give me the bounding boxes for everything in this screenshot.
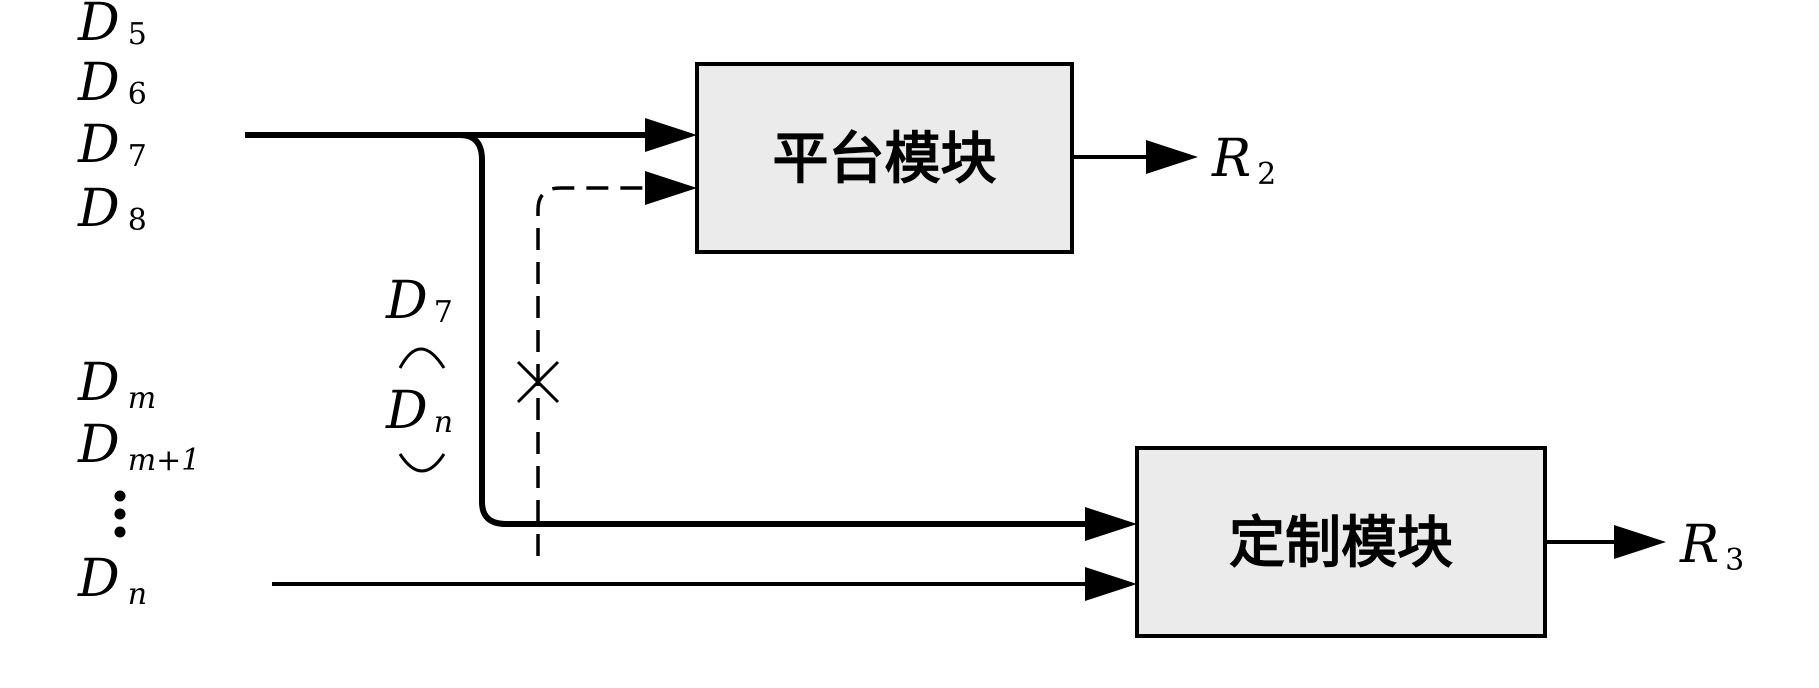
custom-module-label: 定制模块 xyxy=(1229,511,1453,576)
blocked-cross-icon xyxy=(516,360,560,404)
custom-input-arrowhead-lower xyxy=(1085,567,1137,601)
blocked-dashed-path xyxy=(536,186,648,556)
custom-module-box xyxy=(1135,446,1547,638)
platform-module-label: 平台模块 xyxy=(773,127,997,192)
range-bracket-top xyxy=(398,347,446,369)
custom-input-arrowhead-upper xyxy=(1085,507,1137,541)
vertical-ellipsis xyxy=(114,490,126,538)
branch-to-custom-line xyxy=(459,132,1088,527)
custom-output-arrowhead xyxy=(1614,525,1666,559)
blocked-dashed-arrowhead xyxy=(645,171,697,205)
platform-input-arrowhead xyxy=(645,118,697,152)
platform-module-box xyxy=(695,62,1074,254)
custom-module: 定制模块 xyxy=(1135,446,1547,638)
range-bracket-bottom xyxy=(398,453,446,473)
platform-module: 平台模块 xyxy=(695,62,1074,254)
platform-output-arrowhead xyxy=(1146,140,1198,174)
